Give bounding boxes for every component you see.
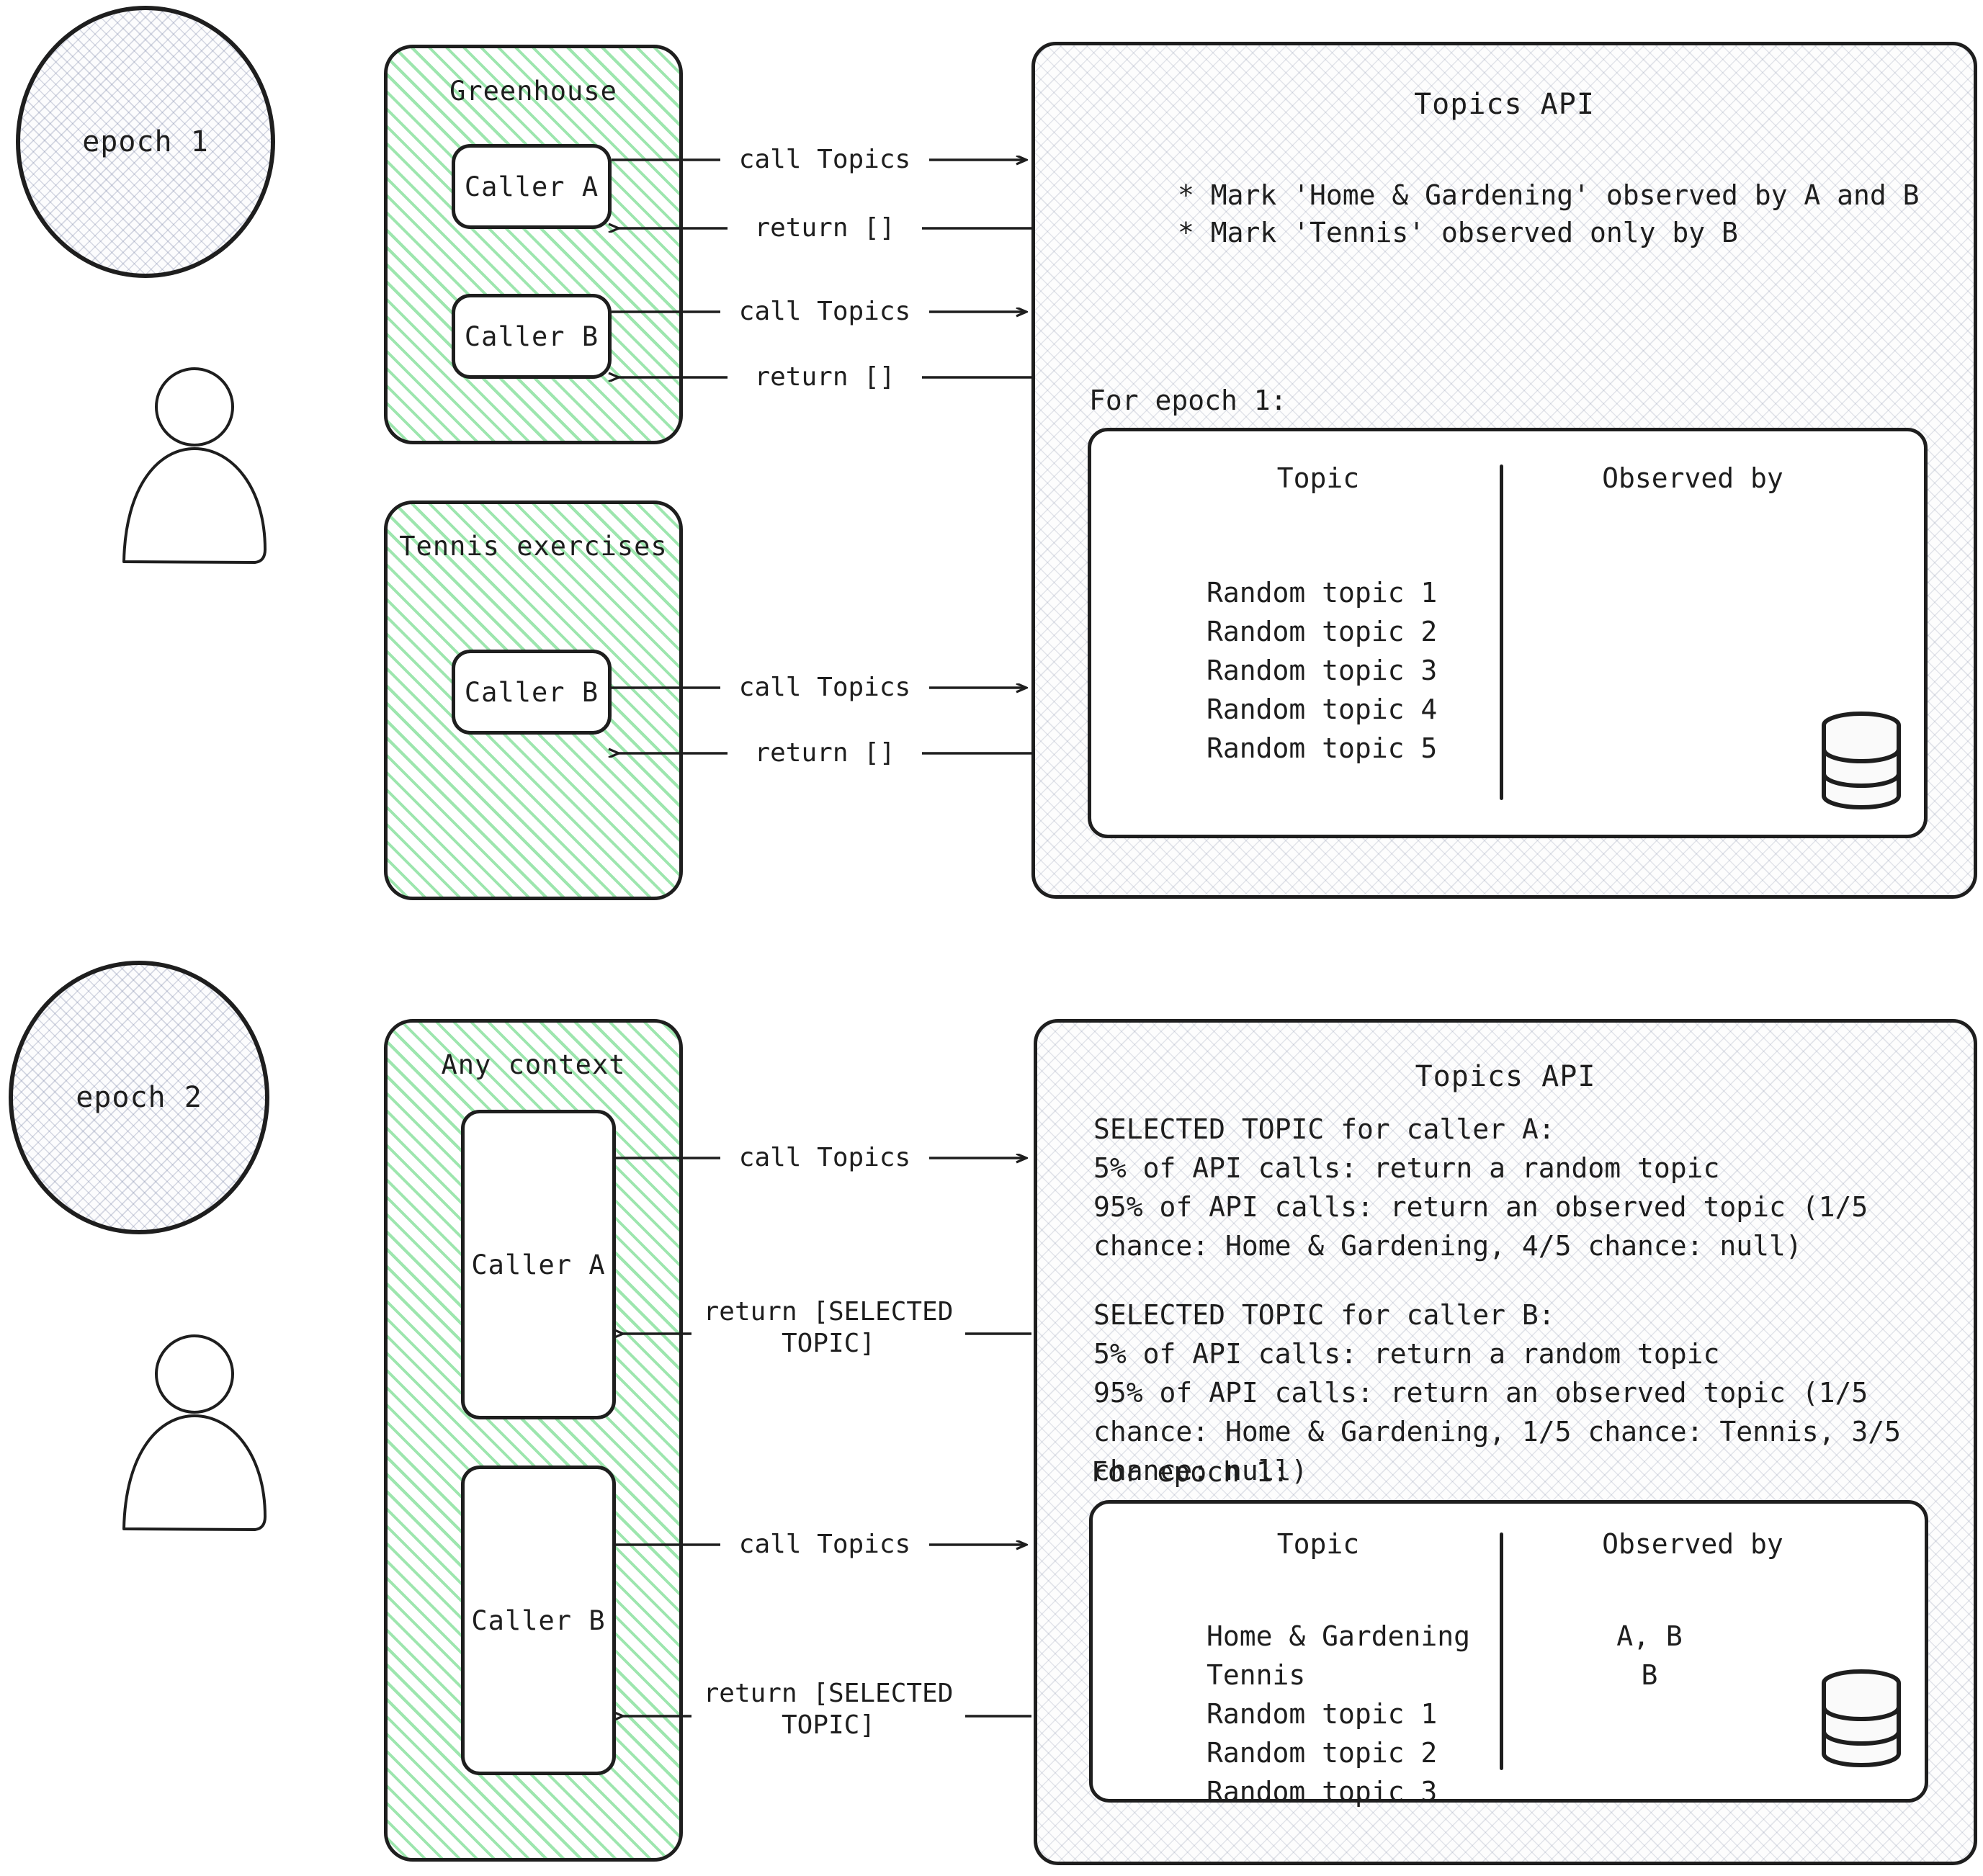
table-row: Random topic 3 (1207, 654, 1438, 686)
arrow-label-call-topics-a-epoch2: call Topics (720, 1142, 929, 1174)
caller-a-any-context-label: Caller A (471, 1249, 606, 1280)
table-header-observed-epoch2: Observed by (1602, 1528, 1783, 1560)
caller-a-greenhouse[interactable]: Caller A (452, 144, 612, 229)
arrow-label-call-topics-b-epoch2: call Topics (720, 1529, 929, 1561)
table-row: Random topic 3 (1207, 1775, 1438, 1808)
table-col-topic-epoch1: Random topic 1 Random topic 2 Random top… (1207, 574, 1437, 768)
selected-topic-caller-a-line-95pct: 95% of API calls: return an observed top… (1093, 1191, 1868, 1262)
table-row: Home & Gardening (1207, 1620, 1471, 1652)
table-col-topic-epoch2: Home & Gardening Tennis Random topic 1 R… (1207, 1617, 1470, 1812)
selected-topic-caller-a-line-5pct: 5% of API calls: return a random topic (1093, 1152, 1720, 1184)
table-header-observed-epoch1: Observed by (1602, 462, 1783, 494)
table-row: Random topic 1 (1207, 1697, 1438, 1730)
selected-topic-caller-b-heading: SELECTED TOPIC for caller B: (1093, 1299, 1555, 1331)
arrow-label-return-selected-b-epoch2: return [SELECTED TOPIC] (691, 1678, 965, 1741)
table-row: A, B (1616, 1620, 1683, 1652)
selected-topic-caller-a-heading: SELECTED TOPIC for caller A: (1093, 1113, 1555, 1145)
arrow-label-call-topics-b1: call Topics (720, 296, 929, 328)
table-row: Random topic 2 (1207, 1736, 1438, 1769)
table-row: Random topic 4 (1207, 693, 1438, 725)
caller-b-tennis-label: Caller B (464, 676, 599, 708)
epoch-2-label: epoch 2 (76, 1081, 202, 1114)
topics-api-title-epoch1: Topics API (1414, 88, 1595, 121)
caller-b-greenhouse-label: Caller B (464, 320, 599, 352)
user-person-icon (108, 1331, 281, 1532)
topics-api-bullets-epoch1: * Mark 'Home & Gardening' observed by A … (1178, 176, 1970, 252)
arrow-label-call-topics-a1: call Topics (720, 144, 929, 176)
table-header-topic-epoch1: Topic (1276, 462, 1360, 494)
user-person-icon (108, 364, 281, 565)
api-bullet-1: * Mark 'Home & Gardening' observed by A … (1178, 179, 1920, 211)
table-row: B (1641, 1659, 1658, 1691)
epoch-2-bubble: epoch 2 (9, 961, 269, 1234)
database-cylinder-icon (1816, 1669, 1924, 1777)
arrow-label-call-topics-b2: call Topics (720, 672, 929, 704)
context-greenhouse (384, 45, 683, 444)
caller-b-greenhouse[interactable]: Caller B (452, 294, 612, 379)
topics-table-card-epoch2 (1089, 1500, 1928, 1803)
arrow-label-return-empty-a1: return [] (728, 212, 922, 244)
epoch-1-label: epoch 1 (82, 125, 209, 158)
table-row: Random topic 1 (1207, 577, 1438, 609)
topics-api-title-epoch2: Topics API (1415, 1060, 1596, 1093)
api-bullet-2: * Mark 'Tennis' observed only by B (1178, 217, 1738, 249)
table-column-divider-epoch1 (1500, 464, 1503, 800)
table-row: Tennis (1207, 1659, 1306, 1691)
caller-b-any-context-label: Caller B (471, 1605, 606, 1636)
caller-b-any-context[interactable]: Caller B (461, 1466, 616, 1775)
selected-topic-caller-b-line-95pct: 95% of API calls: return an observed top… (1093, 1377, 1902, 1486)
table-row: Random topic 2 (1207, 615, 1438, 647)
table-column-divider-epoch2 (1500, 1532, 1503, 1770)
arrow-label-return-selected-a-epoch2: return [SELECTED TOPIC] (691, 1296, 965, 1360)
table-header-topic-epoch2: Topic (1276, 1528, 1360, 1560)
table-row: Random topic 5 (1207, 732, 1438, 764)
table-col-observed-epoch2: A, B B (1577, 1617, 1722, 1695)
for-epoch-caption-epoch2: For epoch 1: (1091, 1456, 1289, 1488)
caller-b-tennis[interactable]: Caller B (452, 650, 612, 735)
database-cylinder-icon (1816, 712, 1924, 820)
topics-table-card-epoch1 (1088, 428, 1928, 838)
caller-a-any-context[interactable]: Caller A (461, 1110, 616, 1419)
for-epoch-caption-epoch1: For epoch 1: (1089, 385, 1287, 416)
arrow-label-return-empty-b2: return [] (728, 737, 922, 769)
arrow-label-return-empty-b1: return [] (728, 362, 922, 393)
selected-topic-caller-b-line-5pct: 5% of API calls: return a random topic (1093, 1338, 1720, 1370)
caller-a-greenhouse-label: Caller A (464, 171, 599, 202)
epoch-1-bubble: epoch 1 (16, 6, 275, 278)
